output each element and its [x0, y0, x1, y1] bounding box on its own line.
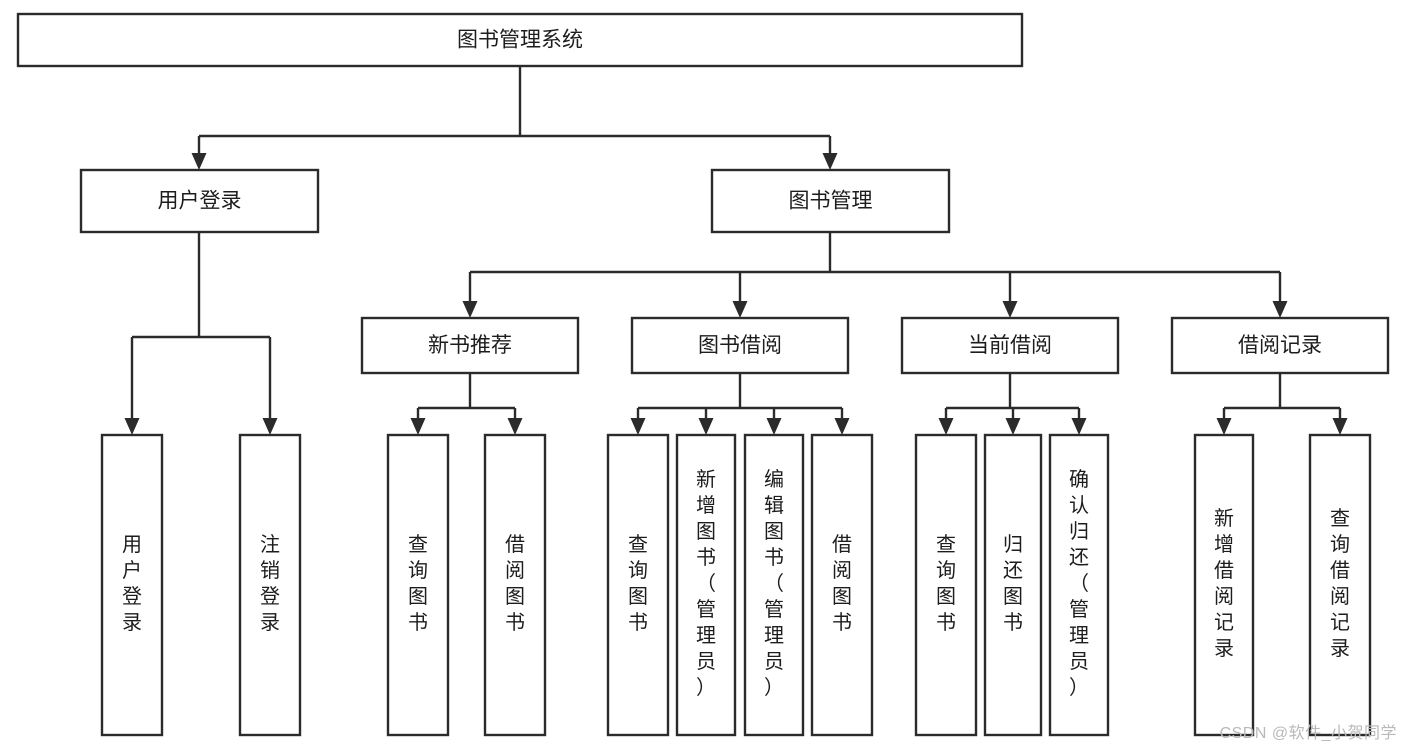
connector-user-login-to-leaves	[124, 232, 278, 435]
node-box[interactable]	[914, 433, 978, 737]
node-label: 查询图书	[408, 533, 428, 634]
arrow-head-icon	[1005, 418, 1021, 435]
node-leaf-confirm-return-admin[interactable]: 确认归还（管理员）	[1048, 433, 1110, 737]
node-box[interactable]	[710, 168, 951, 234]
node-label: 图书借阅	[698, 334, 782, 357]
arrow-head-icon	[1272, 301, 1288, 318]
connector-layer	[124, 66, 1348, 435]
node-user-login[interactable]: 用户登录	[79, 168, 320, 234]
node-label: 用户登录	[158, 190, 242, 213]
node-label: 查询图书	[936, 533, 956, 634]
connector-book-management-to-level2	[462, 232, 1288, 318]
node-leaf-logout[interactable]: 注销登录	[238, 433, 302, 737]
node-label: 借阅图书	[832, 533, 852, 634]
node-box[interactable]	[1048, 433, 1110, 737]
node-label: 确认归还（管理员）	[1069, 468, 1089, 699]
arrow-head-icon	[124, 418, 140, 435]
node-leaf-query-book-current[interactable]: 查询图书	[914, 433, 978, 737]
node-label: 归还图书	[1003, 533, 1023, 634]
connector-new-book-recommend-to-leaves	[410, 373, 523, 435]
node-label: 注销登录	[260, 533, 280, 634]
node-leaf-borrow-book-recommend[interactable]: 借阅图书	[483, 433, 547, 737]
arrow-head-icon	[630, 418, 646, 435]
arrow-head-icon	[410, 418, 426, 435]
node-box[interactable]	[386, 433, 450, 737]
node-label: 新增借阅记录	[1214, 507, 1234, 660]
node-box[interactable]	[983, 433, 1043, 737]
node-leaf-add-book-admin[interactable]: 新增图书（管理员）	[675, 433, 737, 737]
node-label: 查询图书	[628, 533, 648, 634]
node-new-book-recommend[interactable]: 新书推荐	[360, 316, 580, 375]
arrow-head-icon	[766, 418, 782, 435]
connector-borrow-record-to-leaves	[1216, 373, 1348, 435]
node-box[interactable]	[1193, 433, 1255, 737]
arrow-head-icon	[462, 301, 478, 318]
node-label: 编辑图书（管理员）	[764, 468, 784, 699]
node-leaf-borrow-book[interactable]: 借阅图书	[810, 433, 874, 737]
arrow-head-icon	[732, 301, 748, 318]
node-leaf-add-borrow-record[interactable]: 新增借阅记录	[1193, 433, 1255, 737]
node-box[interactable]	[1170, 316, 1390, 375]
node-label: 当前借阅	[968, 334, 1052, 357]
arrow-head-icon	[191, 153, 207, 170]
node-box[interactable]	[630, 316, 850, 375]
arrow-head-icon	[1332, 418, 1348, 435]
arrow-head-icon	[698, 418, 714, 435]
node-box[interactable]	[238, 433, 302, 737]
arrow-head-icon	[1071, 418, 1087, 435]
node-leaf-return-book[interactable]: 归还图书	[983, 433, 1043, 737]
connector-current-borrow-to-leaves	[938, 373, 1087, 435]
node-box[interactable]	[100, 433, 164, 737]
node-label: 新书推荐	[428, 334, 512, 357]
node-current-borrow[interactable]: 当前借阅	[900, 316, 1120, 375]
arrow-head-icon	[938, 418, 954, 435]
connector-book-borrow-to-leaves	[630, 373, 850, 435]
arrow-head-icon	[834, 418, 850, 435]
node-box[interactable]	[483, 433, 547, 737]
node-box[interactable]	[743, 433, 805, 737]
node-box[interactable]	[79, 168, 320, 234]
node-book-borrow[interactable]: 图书借阅	[630, 316, 850, 375]
arrow-head-icon	[1216, 418, 1232, 435]
node-root[interactable]: 图书管理系统	[16, 12, 1024, 68]
node-leaf-edit-book-admin[interactable]: 编辑图书（管理员）	[743, 433, 805, 737]
node-label: 用户登录	[122, 534, 142, 634]
csdn-watermark: CSDN @软件_小贺同学	[1219, 725, 1397, 742]
node-box[interactable]	[900, 316, 1120, 375]
connector-root-to-level1	[191, 66, 838, 170]
node-label: 借阅图书	[505, 533, 525, 634]
node-box[interactable]	[675, 433, 737, 737]
arrow-head-icon	[1002, 301, 1018, 318]
node-borrow-record[interactable]: 借阅记录	[1170, 316, 1390, 375]
node-box[interactable]	[16, 12, 1024, 68]
node-label: 图书管理系统	[457, 29, 583, 52]
node-label: 查询借阅记录	[1330, 507, 1350, 660]
arrow-head-icon	[262, 418, 278, 435]
node-box[interactable]	[606, 433, 670, 737]
node-box[interactable]	[360, 316, 580, 375]
node-label: 借阅记录	[1238, 334, 1322, 357]
node-leaf-query-book-borrow[interactable]: 查询图书	[606, 433, 670, 737]
arrow-head-icon	[507, 418, 523, 435]
node-leaf-query-book-recommend[interactable]: 查询图书	[386, 433, 450, 737]
node-book-management[interactable]: 图书管理	[710, 168, 951, 234]
node-label: 图书管理	[789, 190, 873, 213]
node-label: 新增图书（管理员）	[696, 468, 716, 699]
arrow-head-icon	[822, 153, 838, 170]
node-box[interactable]	[810, 433, 874, 737]
node-leaf-query-borrow-record[interactable]: 查询借阅记录	[1308, 433, 1372, 737]
node-box[interactable]	[1308, 433, 1372, 737]
node-layer: 图书管理系统用户登录图书管理新书推荐图书借阅当前借阅借阅记录用户登录注销登录查询…	[16, 12, 1390, 737]
node-leaf-user-login[interactable]: 用户登录	[100, 433, 164, 737]
